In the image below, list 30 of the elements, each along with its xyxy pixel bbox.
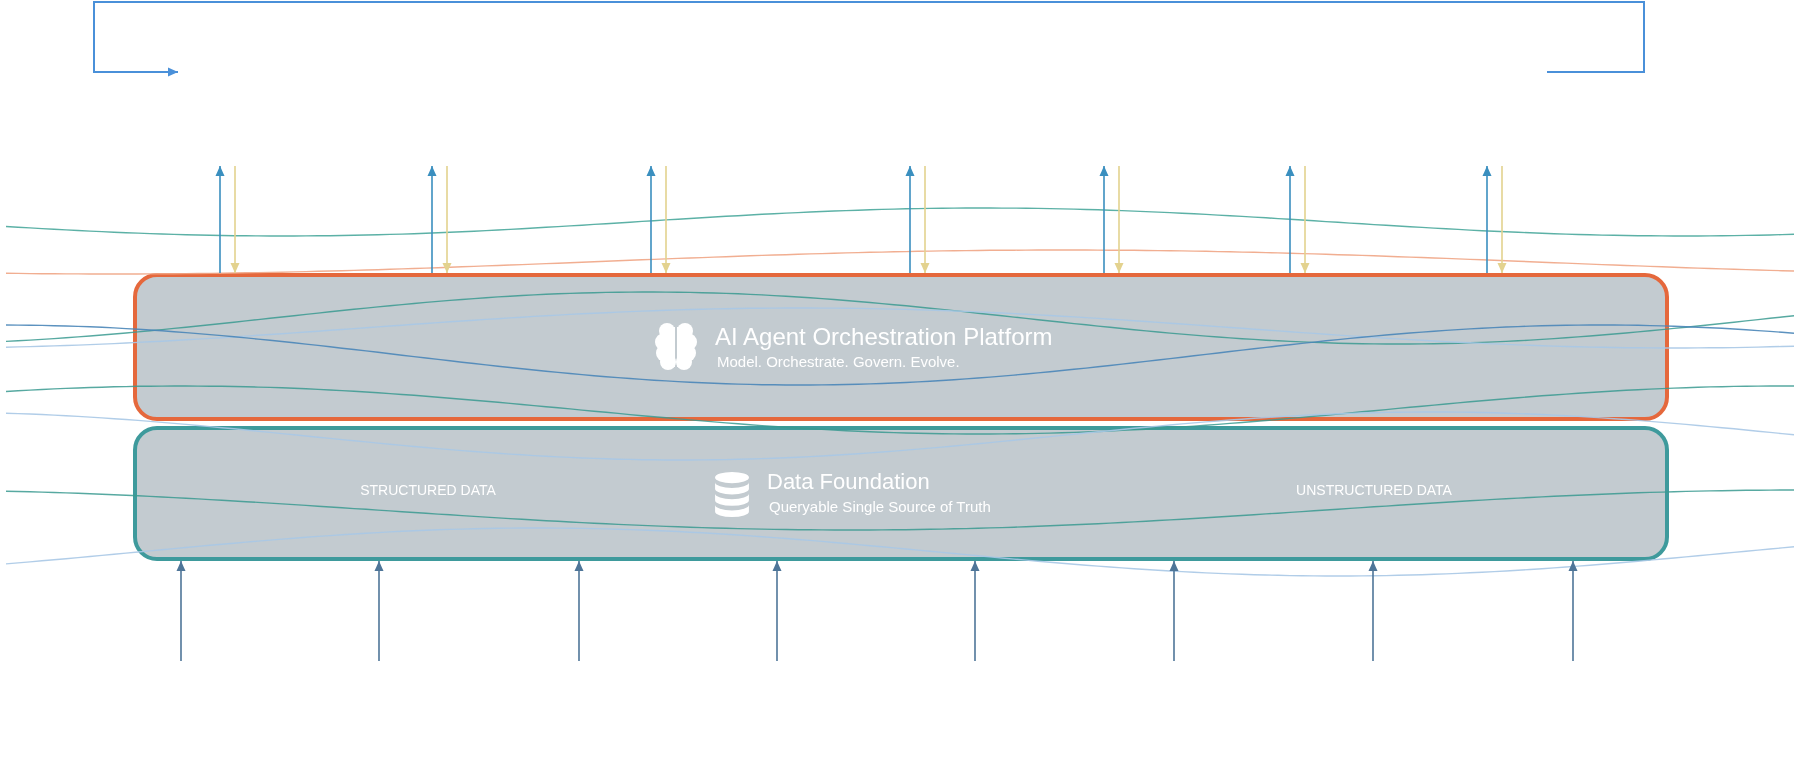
layer-subtitle: Model. Orchestrate. Govern. Evolve. [717, 353, 960, 371]
arrow [1368, 560, 1378, 662]
layer-title: Data Foundation [767, 469, 930, 495]
arrow [230, 165, 240, 274]
arrow [772, 560, 782, 662]
arrow [215, 165, 225, 274]
arrow [1482, 165, 1492, 274]
layer-subtitle: Queryable Single Source of Truth [769, 498, 991, 516]
arrow [442, 165, 452, 274]
arrow [1099, 165, 1109, 274]
data-layer-panel [133, 426, 1669, 561]
arrow [1169, 560, 1179, 662]
platform-layer-panel [133, 273, 1669, 421]
arrow [374, 560, 384, 662]
arrow [646, 165, 656, 274]
arrow [574, 560, 584, 662]
arrow [970, 560, 980, 662]
category-label: STRUCTURED DATA [360, 482, 496, 499]
arrow [1497, 165, 1507, 274]
arrow [905, 165, 915, 274]
category-label: UNSTRUCTURED DATA [1296, 482, 1452, 499]
arrow [176, 560, 186, 662]
arrow [661, 165, 671, 274]
arrow [920, 165, 930, 274]
layer-title: AI Agent Orchestration Platform [715, 323, 1053, 351]
arrow [1300, 165, 1310, 274]
arrow [1285, 165, 1295, 274]
arrow [427, 165, 437, 274]
arrow [1568, 560, 1578, 662]
arrow [1114, 165, 1124, 274]
